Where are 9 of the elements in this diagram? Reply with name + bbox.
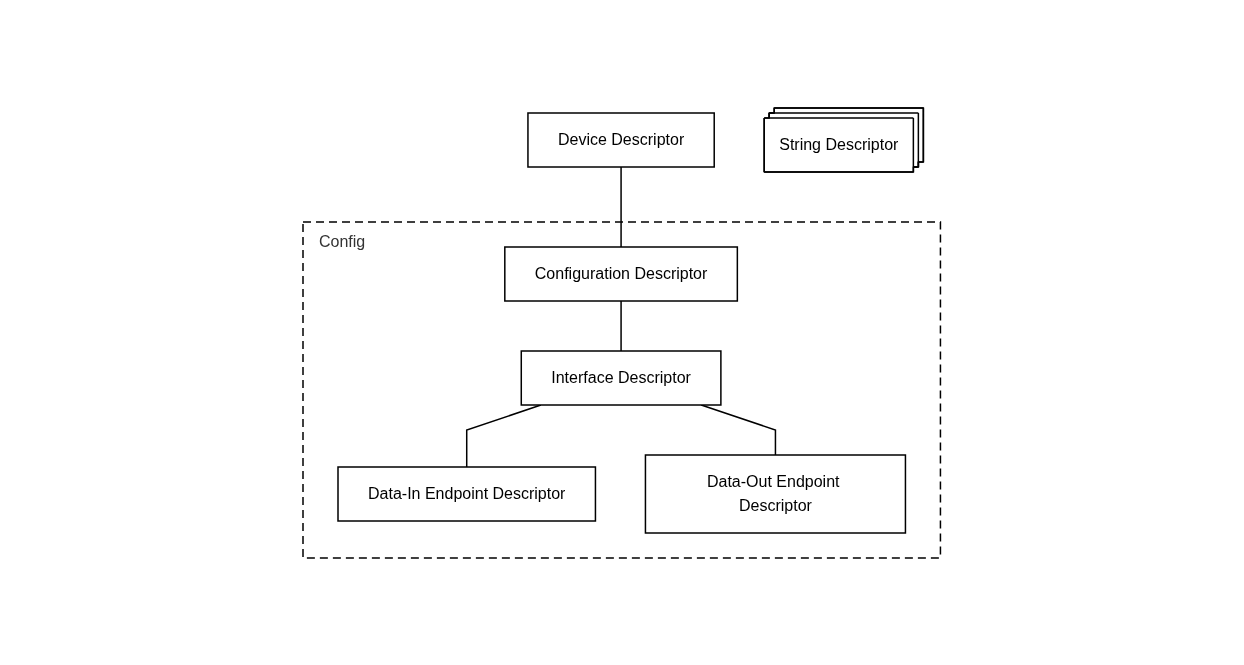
- node-box: Configuration Descriptor: [504, 245, 739, 302]
- connector: [700, 403, 777, 456]
- connector: [466, 403, 542, 468]
- node-box: Interface Descriptor: [520, 349, 722, 406]
- connector: [620, 165, 623, 248]
- node-box: Data-Out Endpoint Descriptor: [644, 453, 907, 534]
- connector: [620, 299, 623, 352]
- node-box: Data-In Endpoint Descriptor: [337, 465, 597, 522]
- node-box: Device Descriptor: [527, 111, 716, 168]
